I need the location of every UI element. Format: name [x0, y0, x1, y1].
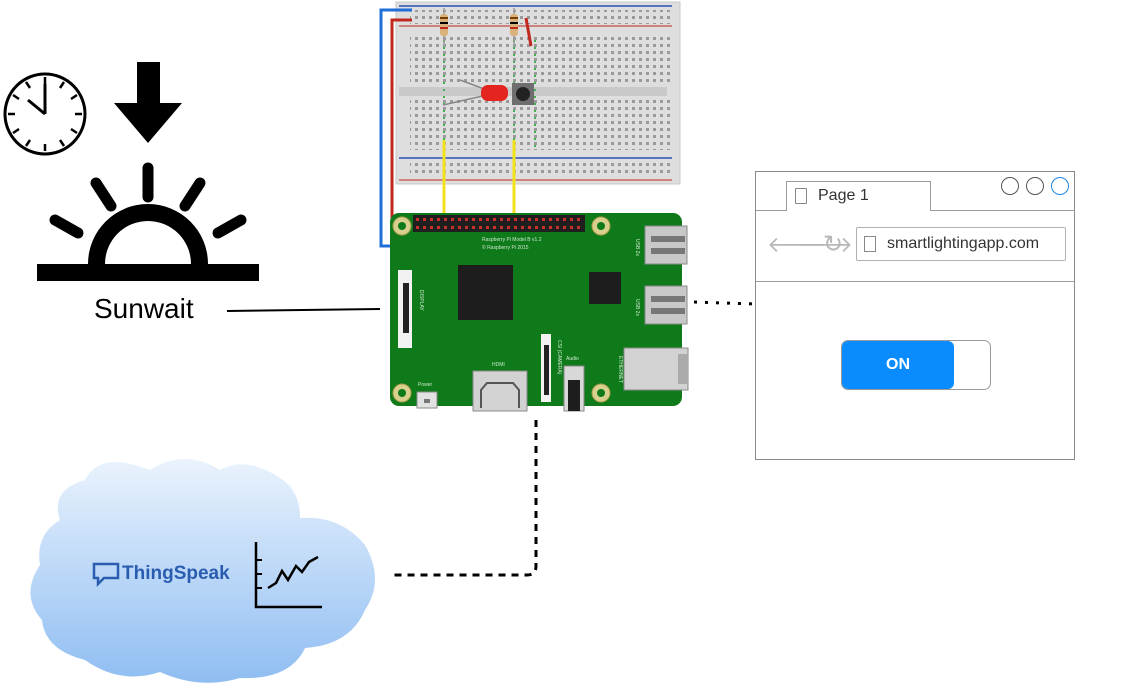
push-button — [512, 83, 534, 105]
resistor — [510, 8, 518, 45]
tab-divider — [931, 210, 1075, 211]
browser-tab[interactable]: Page 1 — [786, 181, 931, 211]
browser-window: Page 1 🡐 🡒 ↻ smartlightingapp.com ON — [755, 171, 1075, 460]
forward-arrow-icon[interactable]: 🡒 — [794, 232, 853, 257]
breadboard — [395, 1, 681, 185]
clock-icon — [3, 72, 87, 156]
reload-icon[interactable]: ↻ — [823, 230, 844, 258]
chat-bubble-icon — [92, 562, 120, 588]
down-arrow-icon — [114, 62, 182, 143]
sunwait-label: Sunwait — [94, 293, 194, 324]
sunwait-connector — [226, 308, 381, 312]
toggle-on-segment — [842, 341, 954, 389]
board-copyright-text: © Raspberry Pi 2015 — [482, 244, 529, 251]
tab-title: Page 1 — [818, 187, 869, 204]
sunrise-icon — [37, 162, 259, 281]
maximize-button[interactable] — [1026, 177, 1044, 195]
thingspeak-logo-text: ThingSpeak — [122, 563, 230, 584]
back-arrow-icon[interactable]: 🡐 — [767, 232, 826, 257]
address-bar[interactable]: smartlightingapp.com — [856, 227, 1066, 261]
usb-port-label-1: USB 2x — [634, 239, 640, 256]
display-port-label: DISPLAY — [418, 290, 424, 311]
usb-port — [644, 225, 688, 265]
tab-divider — [756, 210, 787, 211]
thingspeak-connector — [390, 420, 538, 577]
hdmi-port-label: HDMI — [492, 362, 505, 368]
camera-port-label: CSI (CAMERA) — [556, 340, 562, 375]
thingspeak-cloud — [30, 459, 375, 683]
ethernet-port-label: ETHERNET — [617, 356, 623, 383]
document-icon — [864, 236, 876, 252]
board-model-text: Raspberry Pi Model B v1.2 — [482, 237, 542, 243]
usb-port-label-2: USB 2x — [634, 299, 640, 316]
toggle-label: ON — [886, 356, 910, 373]
power-port-label: Power — [418, 382, 433, 388]
led — [442, 79, 508, 106]
light-toggle-switch[interactable]: ON — [841, 340, 991, 390]
usb-controller-chip — [589, 272, 621, 304]
close-button[interactable] — [1051, 177, 1069, 195]
line-graph-icon — [254, 542, 322, 609]
document-icon — [795, 188, 807, 204]
browser-connector — [693, 300, 756, 306]
minimize-button[interactable] — [1001, 177, 1019, 195]
soc-chip — [458, 265, 513, 320]
raspberry-pi-board: Raspberry Pi Model B v1.2 © Raspberry Pi… — [390, 213, 689, 412]
url-text: smartlightingapp.com — [887, 235, 1040, 252]
audio-port-label: Audio — [566, 356, 579, 362]
toolbar-divider — [756, 281, 1074, 282]
usb-port — [644, 285, 688, 325]
resistor — [440, 8, 448, 45]
